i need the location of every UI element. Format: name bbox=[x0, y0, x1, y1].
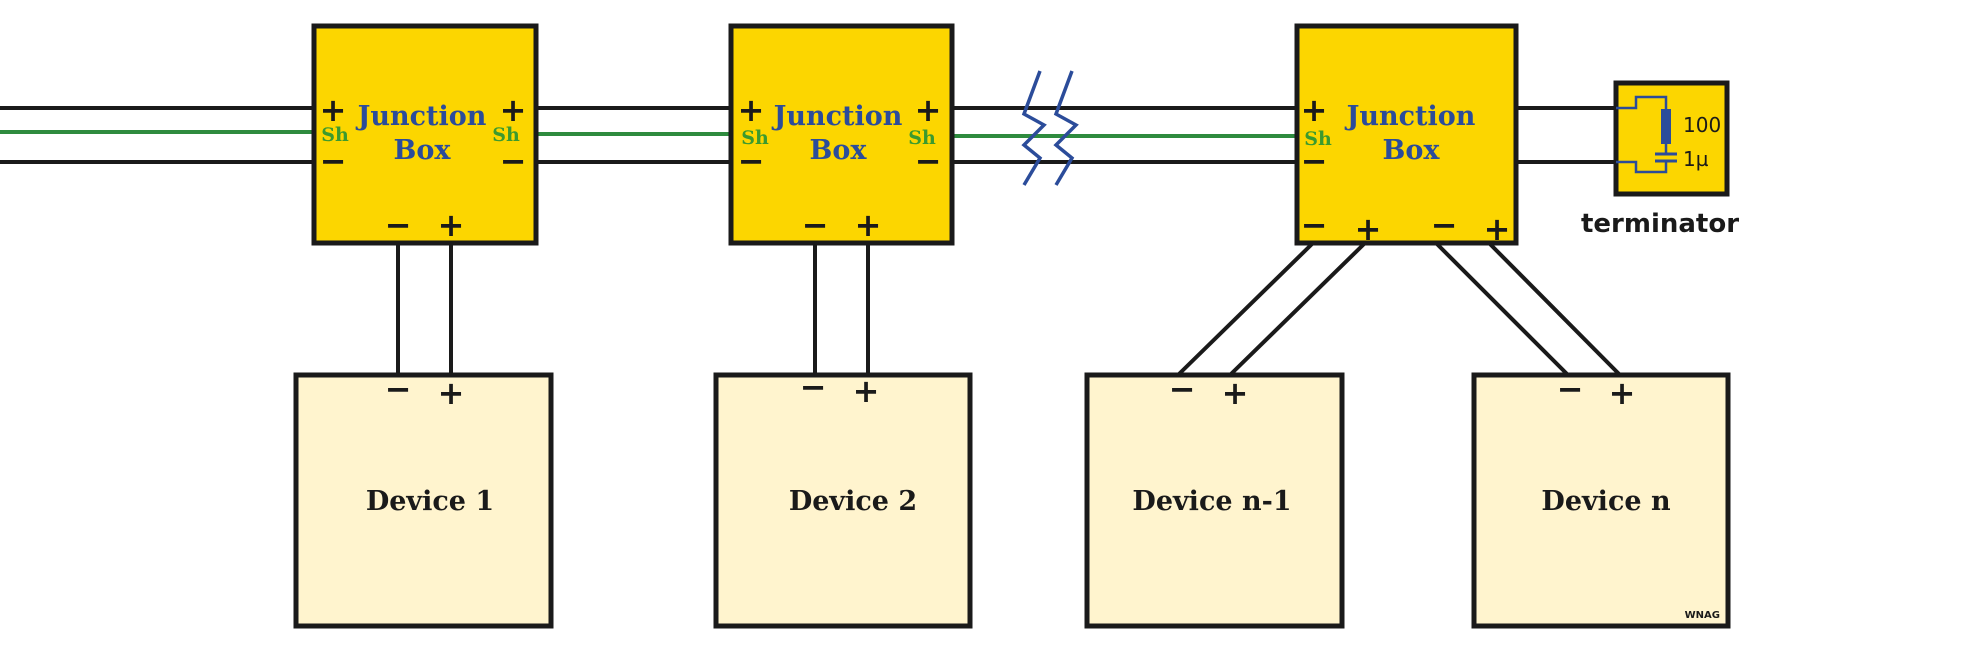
left-shield-terminal: Sh bbox=[741, 127, 769, 149]
cable-break-symbol bbox=[1021, 70, 1079, 186]
device-n-minus-1: − + Device n-1 bbox=[1084, 370, 1345, 629]
trunk-cable bbox=[0, 106, 1616, 164]
junction-box-body bbox=[728, 23, 955, 246]
break-zigzag bbox=[1053, 70, 1079, 186]
right-shield-terminal: Sh bbox=[908, 127, 936, 149]
spur-minus-terminal: − bbox=[1431, 206, 1458, 244]
device-body bbox=[1084, 372, 1345, 629]
junction-box-3: Junction Box + Sh − − + − + bbox=[1294, 23, 1519, 248]
terminator-body bbox=[1613, 80, 1730, 197]
terminator-internal-wire bbox=[1616, 160, 1668, 174]
left-minus-terminal: − bbox=[738, 142, 765, 180]
device-label: Device 1 bbox=[366, 486, 494, 517]
junction-box-title-line1: Junction bbox=[1345, 101, 1476, 132]
left-shield-terminal: Sh bbox=[321, 124, 349, 146]
spur-minus-terminal: − bbox=[802, 206, 829, 244]
left-minus-terminal: − bbox=[320, 142, 347, 180]
junction-box-1: Junction Box + Sh − + Sh − − + bbox=[311, 23, 539, 246]
device-label: Device 2 bbox=[789, 486, 917, 517]
spur-cables bbox=[396, 242, 1622, 377]
break-zigzag bbox=[1021, 70, 1047, 186]
left-plus-terminal: + bbox=[320, 91, 347, 129]
left-plus-terminal: + bbox=[1301, 91, 1328, 129]
terminator: 100 1µ terminator bbox=[1581, 80, 1739, 239]
spur-minus-terminal: − bbox=[1301, 206, 1328, 244]
spur-plus-terminal: + bbox=[1355, 210, 1382, 248]
junction-box-2: Junction Box + Sh − + Sh − − + bbox=[728, 23, 955, 246]
terminator-internal-wire bbox=[1616, 95, 1668, 110]
device-plus-terminal: + bbox=[438, 374, 465, 412]
spur-plus-wire bbox=[1228, 242, 1366, 377]
left-minus-terminal: − bbox=[1301, 142, 1328, 180]
device-plus-terminal: + bbox=[1222, 374, 1249, 412]
spur-minus-wire bbox=[1435, 242, 1570, 377]
device-1: − + Device 1 bbox=[293, 370, 554, 629]
resistor-value: 100 bbox=[1683, 113, 1721, 137]
device-plus-terminal: + bbox=[1609, 374, 1636, 412]
right-minus-terminal: − bbox=[915, 142, 942, 180]
junction-box-body bbox=[311, 23, 539, 246]
device-label: Device n bbox=[1541, 486, 1671, 517]
device-minus-terminal: − bbox=[800, 368, 827, 406]
right-plus-terminal: + bbox=[915, 91, 942, 129]
device-body bbox=[293, 372, 554, 629]
left-plus-terminal: + bbox=[738, 91, 765, 129]
device-plus-terminal: + bbox=[853, 372, 880, 410]
junction-box-title-line2: Box bbox=[1383, 135, 1441, 166]
spur-plus-wire bbox=[1488, 242, 1622, 377]
right-plus-terminal: + bbox=[500, 91, 527, 129]
junction-box-title-line1: Junction bbox=[356, 101, 487, 132]
junction-box-body bbox=[1294, 23, 1519, 246]
spur-minus-terminal: − bbox=[385, 206, 412, 244]
device-minus-terminal: − bbox=[385, 370, 412, 408]
device-label: Device n-1 bbox=[1132, 486, 1291, 517]
spur-plus-terminal: + bbox=[438, 206, 465, 244]
left-shield-terminal: Sh bbox=[1304, 128, 1332, 150]
device-body bbox=[1471, 372, 1731, 629]
device-n: − + Device n bbox=[1471, 370, 1731, 629]
resistor-symbol bbox=[1661, 109, 1671, 144]
device-2: − + Device 2 bbox=[713, 368, 973, 629]
junction-box-title-line2: Box bbox=[394, 135, 452, 166]
junction-box-title-line1: Junction bbox=[772, 101, 903, 132]
right-minus-terminal: − bbox=[500, 142, 527, 180]
spur-plus-terminal: + bbox=[855, 206, 882, 244]
device-body bbox=[713, 372, 973, 629]
watermark: WNAG bbox=[1685, 610, 1720, 621]
spur-plus-terminal: + bbox=[1484, 210, 1511, 248]
capacitor-value: 1µ bbox=[1683, 147, 1709, 171]
terminator-label: terminator bbox=[1581, 209, 1739, 239]
spur-minus-wire bbox=[1176, 242, 1314, 377]
junction-box-title-line2: Box bbox=[810, 135, 868, 166]
right-shield-terminal: Sh bbox=[492, 124, 520, 146]
device-minus-terminal: − bbox=[1557, 370, 1584, 408]
device-minus-terminal: − bbox=[1169, 370, 1196, 408]
